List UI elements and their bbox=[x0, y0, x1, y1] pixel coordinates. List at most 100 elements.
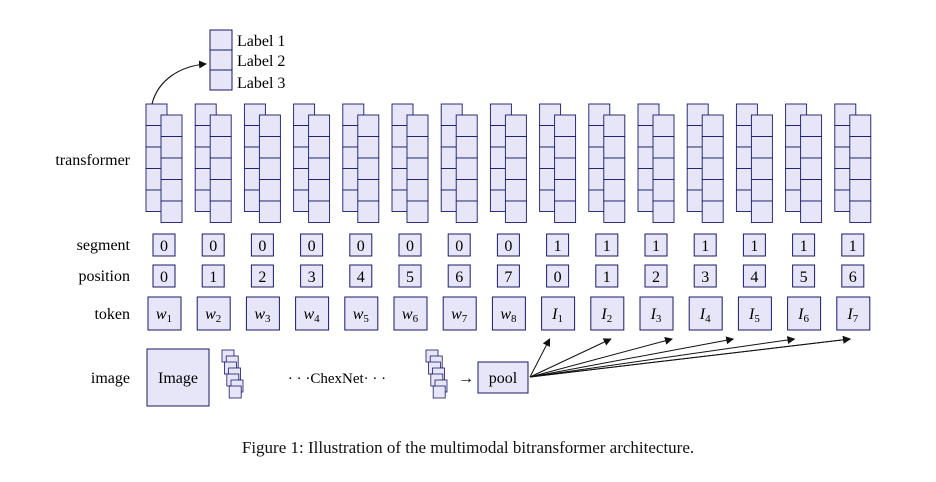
transformer-cell-front bbox=[209, 136, 232, 159]
token-label: w2 bbox=[205, 306, 221, 325]
transformer-cell-front bbox=[258, 200, 281, 223]
transformer-cell-front bbox=[455, 179, 478, 202]
transformer-stack bbox=[735, 103, 773, 223]
transformer-cell-front bbox=[406, 179, 429, 202]
pool-to-image-token-arrows bbox=[529, 335, 851, 378]
position-box bbox=[152, 264, 176, 288]
segment-value: 0 bbox=[504, 238, 512, 255]
transformer-cell-front bbox=[308, 136, 331, 159]
transformer-cell-front bbox=[504, 200, 527, 223]
transformer-cell-front bbox=[603, 157, 626, 180]
token-label: I1 bbox=[551, 306, 563, 325]
pool-arrow-line bbox=[529, 335, 851, 378]
feature-map-stack-right bbox=[425, 349, 448, 399]
position-value: 5 bbox=[800, 269, 808, 286]
transformer-cell-front bbox=[800, 157, 823, 180]
segment-value: 1 bbox=[701, 238, 709, 255]
position-value: 0 bbox=[160, 269, 168, 286]
row-label-position: position bbox=[78, 268, 130, 285]
feature-map-stack-left bbox=[221, 349, 244, 399]
transformer-cell-front bbox=[701, 179, 724, 202]
transformer-cell-front bbox=[406, 136, 429, 159]
transformer-cell-front bbox=[357, 157, 380, 180]
transformer-cell-front bbox=[455, 157, 478, 180]
feature-map-tile bbox=[228, 385, 242, 399]
position-value: 1 bbox=[209, 269, 217, 286]
position-value: 3 bbox=[308, 269, 316, 286]
segment-value: 0 bbox=[308, 238, 316, 255]
classification-arrow bbox=[151, 60, 207, 105]
position-box bbox=[447, 264, 471, 288]
segment-value: 0 bbox=[258, 238, 266, 255]
segment-box bbox=[742, 233, 766, 257]
transformer-cell-front bbox=[308, 114, 331, 137]
position-value: 4 bbox=[357, 269, 365, 286]
transformer-stack bbox=[243, 103, 281, 223]
position-box bbox=[201, 264, 225, 288]
transformer-cell-front bbox=[504, 157, 527, 180]
segment-box bbox=[398, 233, 422, 257]
position-box bbox=[841, 264, 865, 288]
segment-box bbox=[201, 233, 225, 257]
transformer-cell-front bbox=[652, 114, 675, 137]
label-3-text: Label 3 bbox=[237, 75, 285, 92]
transformer-cell-front bbox=[652, 200, 675, 223]
position-box bbox=[693, 264, 717, 288]
transformer-cell-front bbox=[750, 200, 773, 223]
position-value: 1 bbox=[603, 269, 611, 286]
transformer-cell-front bbox=[701, 157, 724, 180]
transformer-cell-front bbox=[357, 136, 380, 159]
transformer-cell-front bbox=[406, 200, 429, 223]
segment-box bbox=[693, 233, 717, 257]
transformer-stack-layer bbox=[145, 103, 872, 223]
position-box bbox=[300, 264, 324, 288]
token-label: w6 bbox=[402, 306, 419, 325]
pool-arrow-line bbox=[529, 338, 551, 378]
row-label-token: token bbox=[94, 306, 130, 323]
pool-box bbox=[477, 361, 529, 394]
transformer-cell-front bbox=[800, 179, 823, 202]
transformer-cell-front bbox=[554, 179, 577, 202]
segment-value: 0 bbox=[406, 238, 414, 255]
position-box bbox=[644, 264, 668, 288]
transformer-cell-front bbox=[455, 200, 478, 223]
image-box bbox=[146, 348, 210, 407]
feature-map-tile bbox=[432, 385, 446, 399]
transformer-cell-front bbox=[258, 157, 281, 180]
transformer-stack bbox=[489, 103, 527, 223]
label-1-text: Label 1 bbox=[237, 33, 285, 50]
transformer-cell-front bbox=[504, 114, 527, 137]
position-value: 5 bbox=[406, 269, 414, 286]
label-stack: Label 1 Label 2 Label 3 bbox=[209, 29, 285, 92]
transformer-stack bbox=[342, 103, 380, 223]
position-value: 6 bbox=[849, 269, 857, 286]
position-value: 2 bbox=[652, 269, 660, 286]
transformer-stack bbox=[637, 103, 675, 223]
transformer-cell-front bbox=[406, 114, 429, 137]
segment-value: 0 bbox=[160, 238, 168, 255]
token-box bbox=[541, 296, 576, 331]
transformer-stack bbox=[834, 103, 872, 223]
position-box bbox=[250, 264, 274, 288]
transformer-cell-front bbox=[603, 200, 626, 223]
transformer-cell-front bbox=[701, 200, 724, 223]
transformer-cell-front bbox=[209, 200, 232, 223]
token-label: w5 bbox=[353, 306, 370, 325]
transformer-cell-front bbox=[701, 136, 724, 159]
position-box bbox=[398, 264, 422, 288]
transformer-cell-front bbox=[849, 136, 872, 159]
transformer-cell-front bbox=[357, 114, 380, 137]
position-value: 0 bbox=[554, 269, 562, 286]
transformer-cell-front bbox=[554, 157, 577, 180]
chexnet-label: · · ·ChexNet· · · bbox=[288, 371, 386, 387]
token-label: w1 bbox=[156, 306, 172, 325]
transformer-cell-front bbox=[504, 136, 527, 159]
transformer-cell-front bbox=[455, 136, 478, 159]
transformer-cell-front bbox=[652, 136, 675, 159]
position-value: 7 bbox=[504, 269, 512, 286]
segment-box bbox=[644, 233, 668, 257]
token-box bbox=[737, 296, 772, 331]
label-box-1 bbox=[209, 29, 233, 51]
token-label: w3 bbox=[254, 306, 271, 325]
position-box bbox=[595, 264, 619, 288]
